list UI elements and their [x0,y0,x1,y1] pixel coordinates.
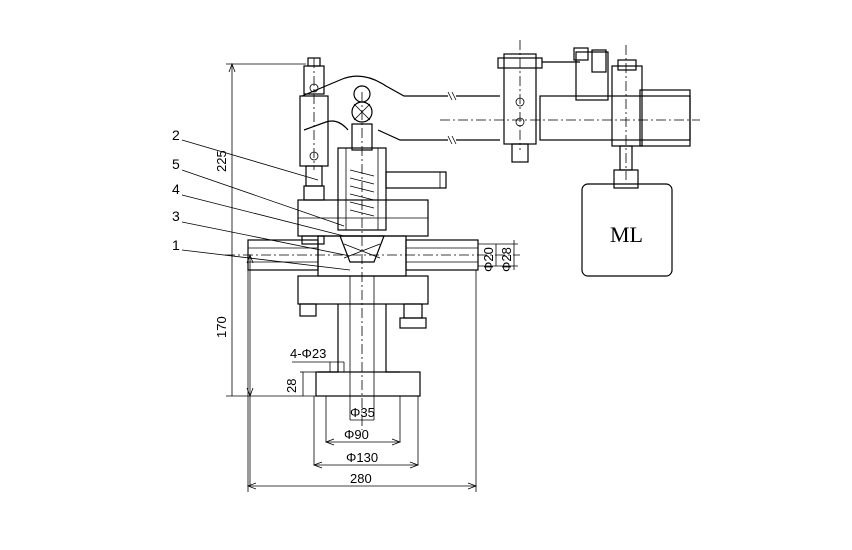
spring [349,169,375,217]
lever-arm [301,75,691,147]
part-label-4: 4 [172,181,180,197]
dim-overall-height: 225 [214,150,229,172]
weight-label: ML [610,222,643,247]
dim-flange-od: Φ130 [346,450,378,465]
part-label-3: 3 [172,208,180,224]
fulcrum-link [299,57,329,187]
dim-bolt-holes: 4-Φ23 [290,346,326,361]
part-label-2: 2 [172,127,180,143]
dim-raised-face: Φ90 [344,427,369,442]
valve-body [247,147,479,397]
part-leaders [181,139,351,271]
drain-pipe [385,171,447,189]
dim-bore: Φ35 [350,405,375,420]
dim-outlet-bore: Φ20 [481,247,496,272]
weight-block: ML [581,183,673,277]
part-label-1: 1 [172,237,180,253]
dim-outlet-od: Φ28 [499,247,514,272]
dimension-lines [226,62,518,492]
dim-overall-width: 280 [350,471,372,486]
dim-flange-thickness: 28 [284,379,299,393]
dim-lower-height: 170 [214,316,229,338]
weight-hanger [573,47,643,189]
lever-clamp [497,53,580,163]
part-label-5: 5 [172,156,180,172]
